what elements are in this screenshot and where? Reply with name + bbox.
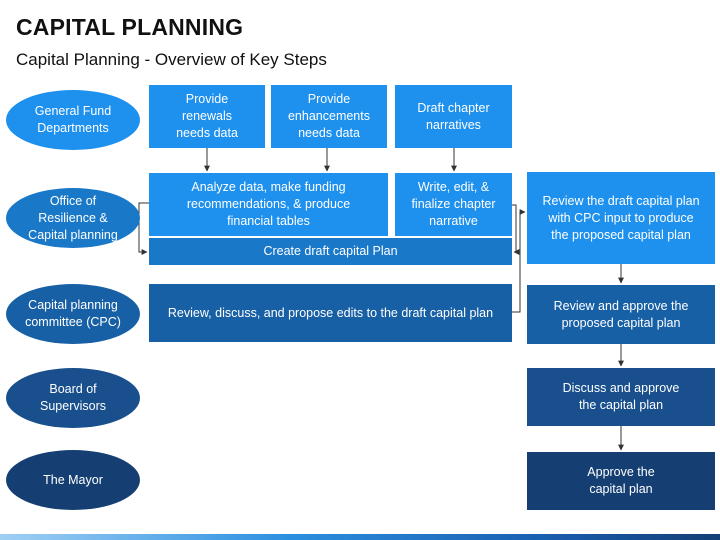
- page-subtitle: Capital Planning - Overview of Key Steps: [16, 50, 327, 69]
- arrow-write-to-create: [512, 204, 520, 255]
- footer-accent-bar: [0, 534, 720, 540]
- lane-office-of-resilience: Office of Resilience & Capital planning: [6, 188, 140, 248]
- step-create-draft-plan: Create draft capital Plan: [149, 238, 512, 265]
- step-discuss-approve: Discuss and approve the capital plan: [527, 368, 715, 426]
- step-analyze-data: Analyze data, make funding recommendatio…: [149, 173, 388, 236]
- step-provide-enhancements: Provide enhancements needs data: [271, 85, 387, 148]
- lane-general-fund-departments: General Fund Departments: [6, 90, 140, 150]
- arrow-discuss-to-review-draft: [511, 209, 526, 313]
- step-provide-renewals: Provide renewals needs data: [149, 85, 265, 148]
- step-draft-narratives: Draft chapter narratives: [395, 85, 512, 148]
- step-write-edit-finalize: Write, edit, & finalize chapter narrativ…: [395, 173, 512, 236]
- lane-the-mayor: The Mayor: [6, 450, 140, 510]
- arrow-analyze-to-create: [138, 202, 149, 255]
- page-title: CAPITAL PLANNING: [16, 14, 244, 40]
- step-review-draft-plan: Review the draft capital plan with CPC i…: [527, 172, 715, 264]
- step-review-approve-proposed: Review and approve the proposed capital …: [527, 285, 715, 344]
- step-approve-plan: Approve the capital plan: [527, 452, 715, 510]
- lane-capital-planning-committee: Capital planning committee (CPC): [6, 284, 140, 344]
- lane-board-of-supervisors: Board of Supervisors: [6, 368, 140, 428]
- step-review-discuss-propose: Review, discuss, and propose edits to th…: [149, 284, 512, 342]
